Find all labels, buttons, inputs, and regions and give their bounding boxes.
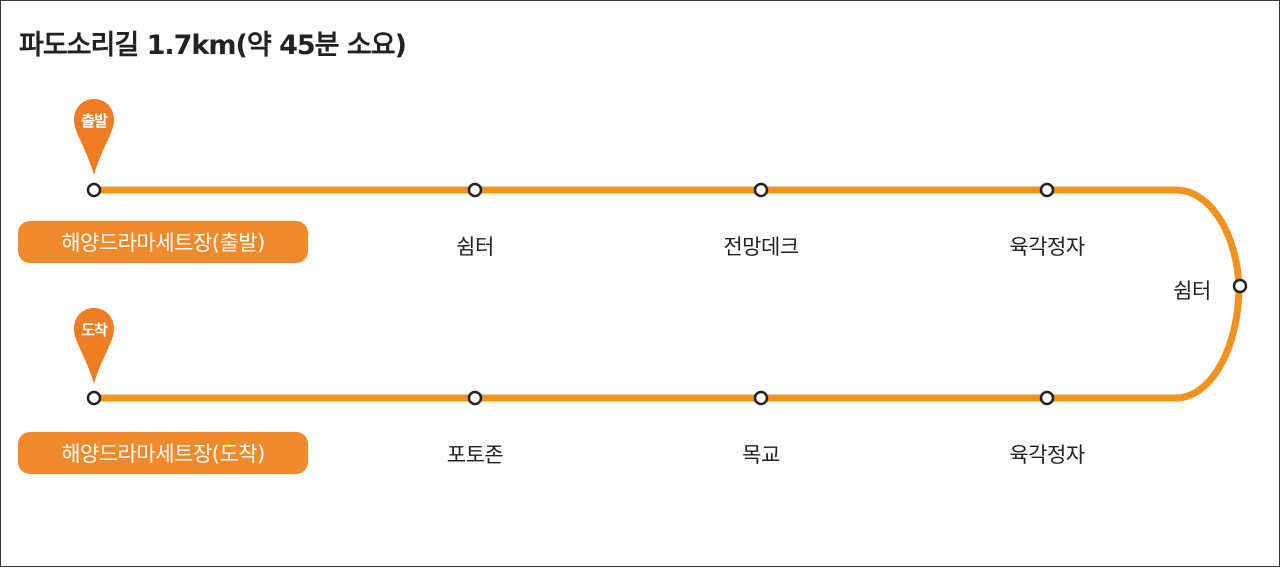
node-start xyxy=(86,182,102,198)
node-turn xyxy=(1232,278,1248,294)
stop-label-turn: 쉼터 xyxy=(1173,279,1211,303)
stop-label-top-2: 전망데크 xyxy=(723,235,799,259)
stop-label-bottom-3: 육각정자 xyxy=(1009,443,1085,467)
stop-label-bottom-1: 포토존 xyxy=(446,443,504,467)
stop-label-bottom-2: 목교 xyxy=(742,443,780,467)
node-bottom-2 xyxy=(753,390,769,406)
node-top-3 xyxy=(1039,182,1055,198)
node-end xyxy=(86,390,102,406)
map-pin-icon xyxy=(74,99,114,175)
node-top-2 xyxy=(753,182,769,198)
stop-label-top-1: 쉼터 xyxy=(456,235,494,259)
node-bottom-1 xyxy=(467,390,483,406)
start-pin-label: 출발 xyxy=(81,112,108,130)
node-bottom-3 xyxy=(1039,390,1055,406)
node-top-1 xyxy=(467,182,483,198)
start-pin: 출발 xyxy=(72,97,116,177)
end-location-pill: 해양드라마세트장(도착) xyxy=(18,432,308,474)
page-title: 파도소리길 1.7km(약 45분 소요) xyxy=(19,30,407,61)
end-pin: 도착 xyxy=(72,306,116,386)
stop-label-top-3: 육각정자 xyxy=(1009,235,1085,259)
map-pin-icon xyxy=(74,308,114,384)
start-location-pill: 해양드라마세트장(출발) xyxy=(18,221,308,263)
end-pin-label: 도착 xyxy=(81,321,108,339)
